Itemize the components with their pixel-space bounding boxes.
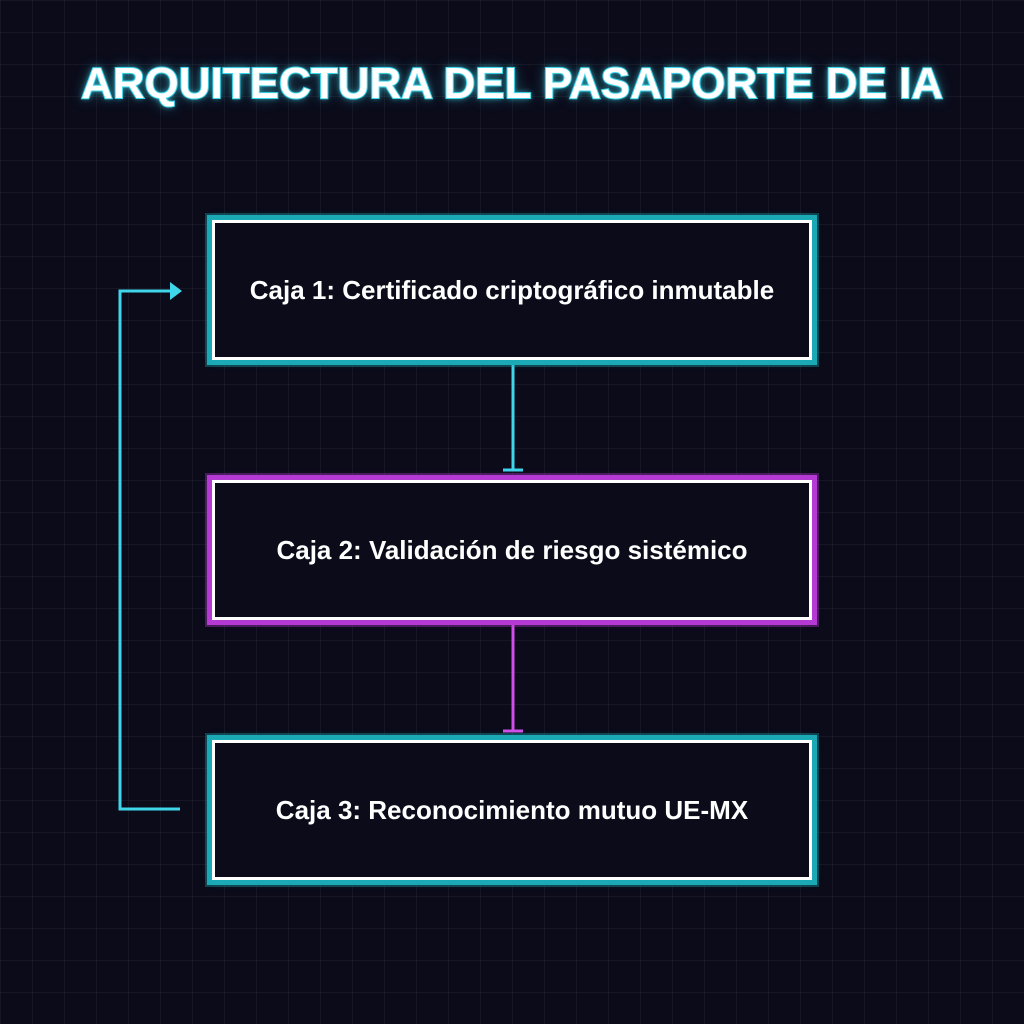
box-2-risk-validation: Caja 2: Validación de riesgo sistémico: [212, 480, 812, 620]
box-1-label: Caja 1: Certificado criptográfico inmuta…: [249, 275, 775, 305]
feedback-loop-connector: [118, 289, 180, 811]
diagram-title: ARQUITECTURA DEL PASAPORTE DE IA: [80, 58, 944, 109]
box-1-certificate: Caja 1: Certificado criptográfico inmuta…: [212, 220, 812, 360]
box-2-label: Caja 2: Validación de riesgo sistémico: [276, 535, 748, 565]
box-3-mutual-recognition: Caja 3: Reconocimiento mutuo UE-MX: [212, 740, 812, 880]
box-3-label: Caja 3: Reconocimiento mutuo UE-MX: [275, 795, 749, 825]
feedback-loop-arrowhead: [170, 282, 182, 300]
